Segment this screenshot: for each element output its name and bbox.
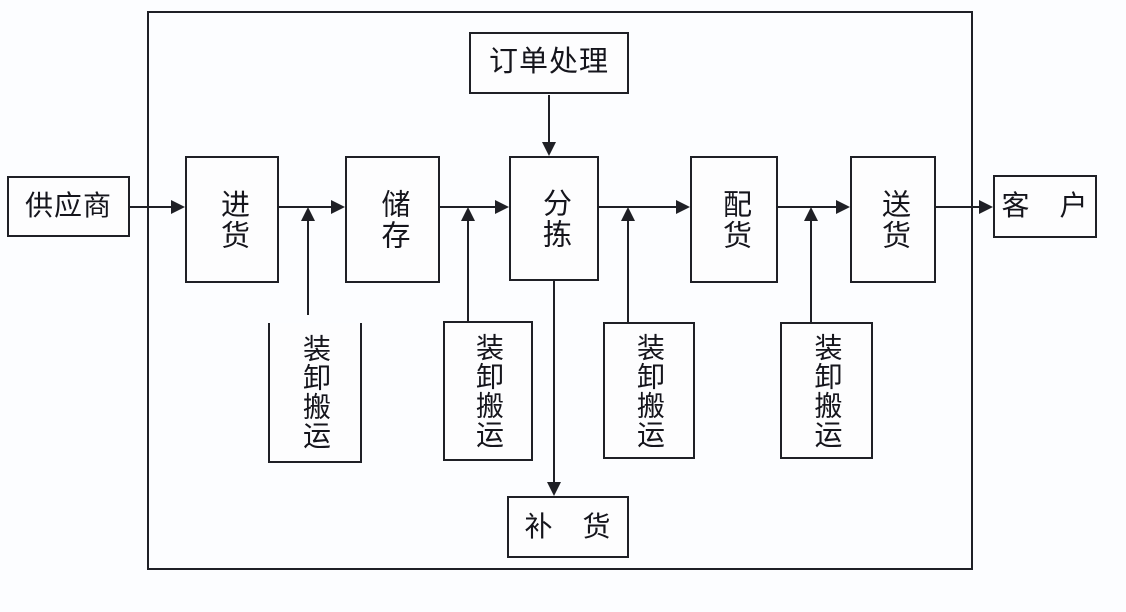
node-customer-label: 客 户 [1001,190,1089,222]
node-sorting: 分拣 [509,156,599,281]
edge-delivery-customer-line [936,206,981,208]
node-receiving: 进货 [185,156,279,283]
node-order-processing: 订单处理 [469,32,629,94]
edge-order-sorting-line [548,95,550,142]
edge-handling3-up-line [627,219,629,322]
arrowhead-down-icon [547,482,561,496]
arrowhead-up-icon [301,207,315,221]
node-handling-4-label: 装卸搬运 [811,332,843,449]
arrowhead-right-icon [836,200,850,214]
node-handling-2: 装卸搬运 [443,321,533,461]
node-receiving-label: 进货 [216,188,249,251]
arrowhead-right-icon [171,200,185,214]
node-sorting-label: 分拣 [538,187,571,250]
arrowhead-up-icon [804,207,818,221]
node-storage-label: 储存 [377,188,409,251]
arrowhead-right-icon [979,200,993,214]
node-handling-2-label: 装卸搬运 [473,333,504,449]
node-handling-3: 装卸搬运 [603,322,695,459]
edge-handling1-up-line [307,219,309,315]
node-delivery-label: 送货 [877,188,910,251]
node-handling-1: 装卸搬运 [268,323,362,463]
edge-sorting-replenishment-line [553,281,555,482]
node-distribution-label: 配货 [718,188,751,251]
edge-handling2-up-line [467,219,469,321]
edge-handling4-up-line [810,219,812,322]
node-order-processing-label: 订单处理 [488,46,609,79]
node-handling-4: 装卸搬运 [780,322,873,459]
arrowhead-right-icon [331,200,345,214]
node-handling-3-label: 装卸搬运 [634,332,665,449]
arrowhead-up-icon [621,207,635,221]
node-handling-1-label: 装卸搬运 [300,334,331,450]
node-storage: 储存 [345,156,440,283]
arrowhead-right-icon [495,200,509,214]
node-delivery: 送货 [850,156,936,283]
arrowhead-down-icon [542,142,556,156]
arrowhead-up-icon [461,207,475,221]
node-customer: 客 户 [993,175,1097,238]
node-distribution: 配货 [690,156,778,283]
edge-supplier-receiving-line [130,206,173,208]
system-boundary-frame [147,11,973,570]
edge-sorting-distribution-line [599,206,678,208]
arrowhead-right-icon [676,200,690,214]
node-supplier-label: 供应商 [24,190,112,222]
node-replenishment: 补 货 [507,496,629,558]
node-replenishment-label: 补 货 [524,510,612,542]
node-supplier: 供应商 [7,176,130,237]
